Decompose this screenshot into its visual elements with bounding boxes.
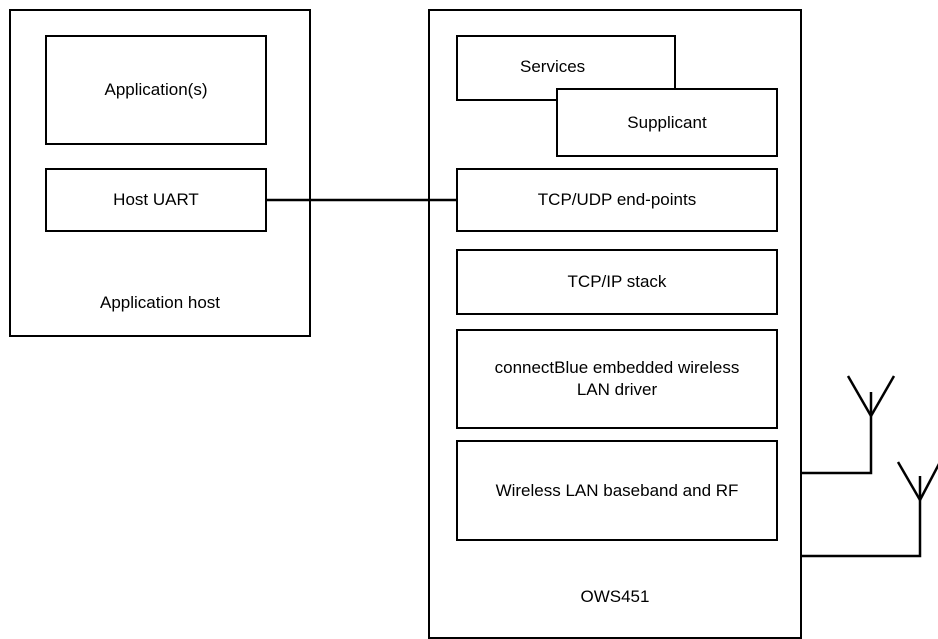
supplicant-block: Supplicant [556,88,778,157]
application-host-label: Application host [99,293,221,312]
baseband-rf-block: Wireless LAN baseband and RF [456,440,778,541]
antenna-1-icon [802,375,896,475]
antenna-2-icon [802,461,938,558]
applications-block: Application(s) [45,35,267,145]
wlan-driver-block: connectBlue embedded wireless LAN driver [456,329,778,429]
tcp-ip-stack-block: TCP/IP stack [456,249,778,315]
host-uart-block: Host UART [45,168,267,232]
tcp-udp-endpoints-block: TCP/UDP end-points [456,168,778,232]
ows451-label: OWS451 [580,587,650,606]
